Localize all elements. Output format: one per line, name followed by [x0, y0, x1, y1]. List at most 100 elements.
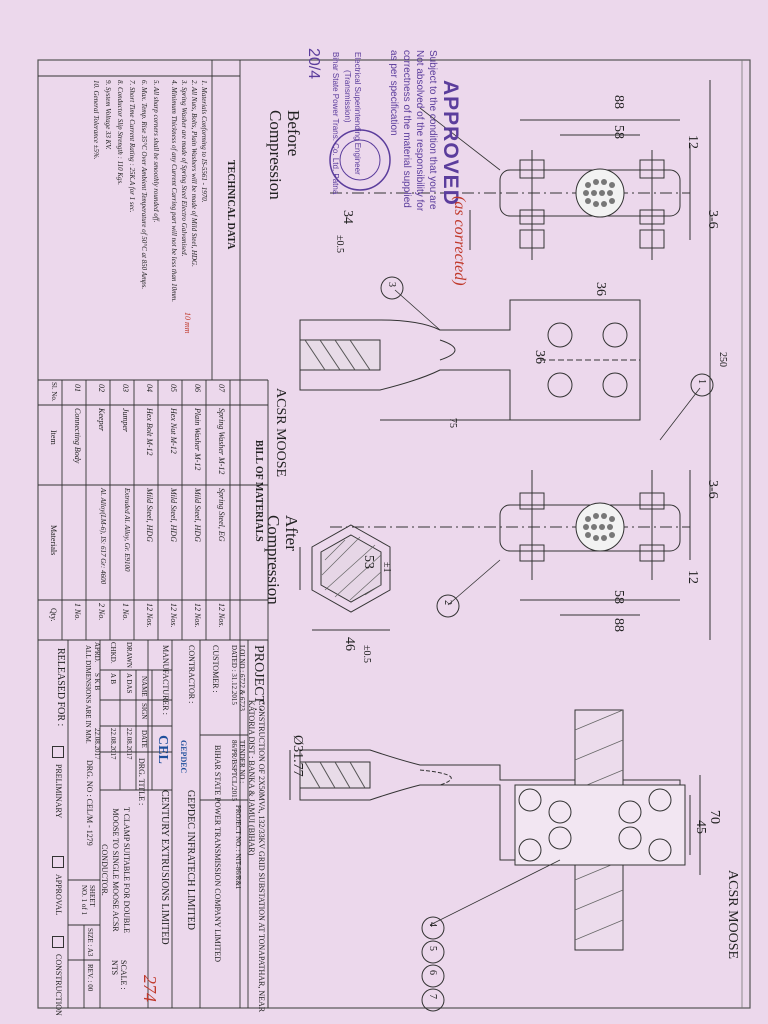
bom-row-7-item: Connecting Body [73, 408, 82, 464]
bom-row-4-item: Hex Bolt M-12 [145, 408, 154, 456]
dim-250: 250 [717, 352, 728, 367]
sign-row-drawn-name: A DAS [125, 673, 133, 694]
clamp-top-view [330, 80, 711, 640]
tech-item-9: 9. System Voltage 33 KV. [104, 80, 112, 150]
bom-row-6-sl: 02 [97, 384, 106, 392]
leader-lines [394, 107, 701, 926]
tender-no: 86/PR/BSPTCL/2015 [230, 740, 238, 802]
bom-row-5-material: Extruded Al. Alloy, Gr. E9100 [123, 488, 131, 572]
balloon-7 [421, 988, 445, 1012]
bom-row-3-sl: 05 [169, 384, 178, 392]
balloon-5 [421, 940, 445, 964]
dim-tol-1: ±1 [381, 562, 392, 573]
bom-header-qty: Qty. [49, 608, 58, 622]
bom-row-6-material: Al. Alloy(LM-6), IS: 617 Gr: 4600 [99, 488, 107, 585]
bom-row-3-material: Mild Steel, HDG [169, 488, 178, 542]
bom-title: BILL OF MATERIALS [253, 440, 264, 542]
bom-row-4-material: Mild Steel, HDG [145, 488, 154, 542]
stamp-sign-line-2: (Transmission) [343, 70, 352, 123]
approved-stamp: APPROVED [439, 80, 462, 206]
t-clamp-assembly-view [289, 709, 701, 951]
bom-row-2-sl: 06 [193, 384, 202, 392]
sign-row-checked-name: A B [109, 673, 117, 685]
sign-row-drawn-date: 22.08.2017 [125, 728, 133, 760]
drg-title-label: DRG. TITLE : [137, 758, 146, 806]
stamp-seal [329, 129, 391, 191]
balloon-5-label: 5 [427, 946, 438, 951]
tech-item-10: 10. General Tolerance ±5%. [92, 80, 100, 160]
technical-data-title: TECHNICAL DATA [225, 160, 236, 250]
balloon-4-label: 4 [427, 922, 438, 927]
released-approval[interactable]: APPROVAL [52, 850, 64, 915]
balloon-3 [380, 276, 404, 300]
outer-border [37, 59, 751, 1009]
dim-34: 34 [340, 210, 355, 224]
balloon-2-label: 2 [442, 600, 453, 605]
gepdec-logo: GEPDEC [179, 740, 188, 774]
dim-dia-31-77: Ø31.77 [290, 735, 305, 777]
dim-36-c: 36 [532, 350, 547, 364]
tech-item-7: 7. Short Time Current Rating : 25K.A for… [128, 80, 136, 213]
approval-checkbox[interactable] [52, 856, 64, 868]
before-compression-label: Before Compression [266, 110, 303, 200]
jumper-plan-view [299, 299, 641, 421]
drg-no: DRG. NO : CEL/M - 1279 [85, 760, 94, 846]
after-compression-label: After Compression [264, 515, 301, 605]
sheet-no: SHEET NO. 1 of 1 [80, 885, 96, 915]
contractor-label: CONTRACTOR : [187, 645, 196, 704]
balloon-6-label: 6 [427, 970, 438, 975]
bom-row-2-item: Plain Washer M-12 [193, 408, 202, 471]
sign-row-checked: CHKD. [109, 642, 117, 664]
manufacturer-label: MANUFACTURER : [161, 645, 170, 715]
tender-no-label: TENDER NO : [238, 740, 246, 784]
tech-item-2: 2. All Nuts, Bolts, Plain Washers will b… [190, 80, 198, 267]
bom-row-1-qty: 12 Nos. [217, 603, 226, 628]
stamp-initials: 20/4 [305, 48, 322, 80]
stamp-sign-line-1: Electrical Superintending Engineer [353, 52, 362, 175]
balloon-2 [436, 594, 460, 618]
balloon-1-label: 1 [696, 379, 707, 384]
dim-53: 53 [361, 555, 376, 569]
stamp-line-4: as per specification [388, 50, 399, 136]
stamp-sign-line-3: Bihar State Power Trans. Co. Ltd. Patna [331, 52, 340, 195]
sign-header-sign: SIGN [140, 703, 148, 720]
sign-row-approved: APRD. [93, 642, 101, 663]
released-preliminary[interactable]: PRELIMINARY [52, 740, 64, 818]
handwritten-page-number: 274 [140, 975, 160, 1002]
sign-header-name: NAME [140, 676, 148, 697]
preliminary-checkbox[interactable] [52, 746, 64, 758]
dim-58-bottom: 58 [611, 590, 626, 604]
released-construction[interactable]: CONSTRUCTION [52, 930, 64, 1016]
bom-row-3-qty: 12 Nos. [169, 603, 178, 628]
stamp-line-1: Subject to the condition that you are [427, 50, 438, 210]
bom-row-3-item: Hex Nut M-12 [169, 408, 178, 454]
tech-item-3: 3. Spring Washer are made of Spring Stee… [180, 80, 188, 257]
dim-88-top: 88 [611, 95, 626, 109]
as-corrected-note: (as corrected) [451, 196, 468, 286]
scale: SCALE : NTS [110, 960, 128, 990]
acsr-moose-right-label: ACSR MOOSE [725, 870, 740, 960]
balloon-7-label: 7 [427, 994, 438, 999]
balloon-6 [421, 964, 445, 988]
bom-row-2-qty: 12 Nos. [193, 603, 202, 628]
construction-checkbox[interactable] [52, 936, 64, 948]
bom-row-1-material: Spring Steel, EG [217, 488, 226, 542]
loi-date: DATED : 31.12.2015 [230, 645, 238, 705]
project-no: PROJECT NO. : NIT-86/R&1 [234, 805, 242, 890]
tech-item-4: 4. Minimum Thickness of any Current Carr… [170, 80, 178, 302]
sign-row-approved-date: 22.08.2017 [93, 728, 101, 760]
bom-row-1-item: Spring Washer M-12 [217, 408, 226, 475]
preliminary-label: PRELIMINARY [54, 764, 64, 819]
contractor-name: GEPDEC INFRATECH LIMITED [185, 790, 196, 930]
hex-section [299, 524, 391, 631]
customer-name: BIHAR STATE POWER TRANSMISSION COMPANY L… [213, 745, 222, 963]
project-text: CONSTRUCTION OF 2X50MVA, 132/33KV GRID S… [247, 700, 266, 1013]
size: SIZE : A3 [86, 928, 94, 957]
manufacturer-name: CENTURY EXTRUSIONS LIMITED [159, 790, 170, 945]
bom-row-5-sl: 03 [121, 384, 130, 392]
balloon-group [380, 276, 714, 1012]
dimensions-note: ALL DIMENSIONS ARE IN MM. [84, 645, 92, 744]
balloon-3-label: 3 [386, 282, 397, 287]
dim-tol-05a: ±0.5 [334, 235, 345, 253]
